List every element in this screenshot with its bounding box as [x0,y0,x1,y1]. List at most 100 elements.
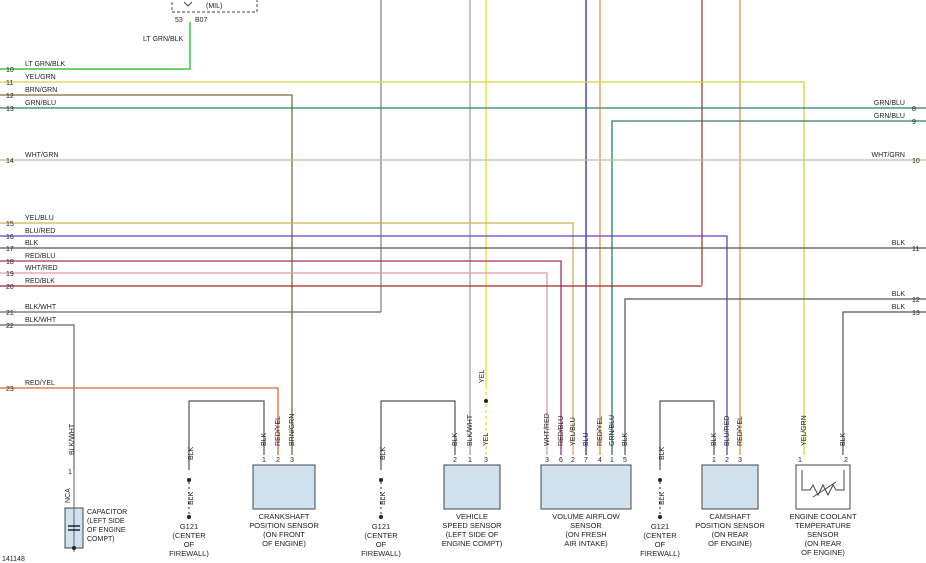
local-wires [187,386,715,519]
right-wire-label: BLK [892,240,906,247]
cam-wire-label: BLU/RED [724,416,731,446]
left-wire-pin: 23 [6,386,14,393]
maf-pin: 2 [571,457,575,464]
maf-pin: 1 [610,457,614,464]
maf-pin: 4 [598,457,602,464]
volume-airflow-sensor-box [540,464,632,510]
left-wire-label: WHT/GRN [25,152,58,159]
ground-wire-label: BLK [188,446,195,460]
left-wire-label: RED/BLU [25,253,55,260]
crank-wire-label: RED/YEL [275,416,282,446]
crank-caption: OF ENGINE) [262,539,306,548]
left-wire-pin: 17 [6,246,14,253]
vehicle-speed-sensor-box [443,464,501,510]
left-wire-label: BLK/WHT [25,317,57,324]
maf-pin: 6 [559,457,563,464]
ground-caption: G121 [651,522,669,531]
ect-sensor-box [795,464,851,510]
mil-wire-label: LT GRN/BLK [143,36,184,43]
maf-wire-label: WHT/RED [544,413,551,446]
ground-caption: FIREWALL) [640,549,680,558]
ground-wire-label: BLK [659,446,666,460]
left-wire-label: RED/YEL [25,380,55,387]
cam-wire-label: BLK [711,432,718,446]
capacitor-connector: NCA [65,488,72,503]
vss-caption: SPEED SENSOR [442,521,502,530]
horizontal-wires [0,22,926,470]
ground-caption: OF [184,540,195,549]
cam-caption: OF ENGINE) [708,539,752,548]
ground-caption: (CENTER [643,531,677,540]
left-wire-label: BLK [25,240,39,247]
vss-wire-label: BLK [452,432,459,446]
crank-pin: 2 [276,457,280,464]
ect-caption: TEMPERATURE [795,521,851,530]
capacitor-caption: CAPACITOR [87,509,127,516]
maf-wire-label: BLK [622,432,629,446]
crank-pin: 3 [290,457,294,464]
cam-pin: 2 [725,457,729,464]
maf-caption: VOLUME AIRFLOW [552,512,620,521]
left-wire-label: GRN/BLU [25,100,56,107]
cam-pin: 3 [738,457,742,464]
left-wire-pin: 14 [6,158,14,165]
ground-caption: FIREWALL) [169,549,209,558]
left-wire-pin: 21 [6,310,14,317]
vertical-wires [380,0,741,455]
ect-caption: ENGINE COOLANT [789,512,857,521]
right-wire-label: GRN/BLU [874,100,905,107]
capacitor-wire-label: BLK/WHT [69,423,76,455]
ect-pin: 1 [798,457,802,464]
left-wire-pin: 16 [6,234,14,241]
right-wire-pin: 9 [912,119,916,126]
figure-id: 141148 [2,556,25,563]
mil-connector-id: B07 [195,17,208,24]
ground-caption: (CENTER [172,531,206,540]
vss-wire-label: YEL [483,433,490,446]
left-wire-label: RED/BLK [25,278,55,285]
right-wire-pin: 11 [912,246,919,253]
maf-pin: 7 [584,457,588,464]
right-wire-pin: 8 [912,106,916,113]
left-wire-pin: 22 [6,323,14,330]
ground-caption: OF [655,540,666,549]
mil-label: (MIL) [206,3,222,10]
ground-caption: (CENTER [364,531,398,540]
ect-caption: (ON REAR [805,539,842,548]
ground-caption: FIREWALL) [361,549,401,558]
left-wire-pin: 10 [6,67,14,74]
cam-caption: (ON REAR [712,530,749,539]
ground-caption: G121 [372,522,390,531]
right-wire-label: WHT/GRN [872,152,905,159]
ground-caption: OF [376,540,387,549]
ect-pin: 2 [844,457,848,464]
maf-pin: 5 [623,457,627,464]
crank-pin: 1 [262,457,266,464]
left-wire-pin: 13 [6,106,14,113]
maf-wire-label: YEL/BLU [570,417,577,446]
left-wire-pin: 11 [6,80,13,87]
right-wire-label: GRN/BLU [874,113,905,120]
crank-caption: CRANKSHAFT [259,512,310,521]
cam-pin: 1 [712,457,716,464]
right-wire-pin: 13 [912,310,920,317]
capacitor-pin: 1 [68,469,72,476]
ect-caption: SENSOR [807,530,839,539]
maf-wire-label: RED/BLU [558,416,565,446]
cam-caption: POSITION SENSOR [695,521,765,530]
camshaft-sensor-box [701,464,759,510]
maf-caption: (ON FRESH [565,530,606,539]
ect-wire-label: YEL/GRN [801,415,808,446]
maf-wire-label: RED/YEL [597,416,604,446]
vss-upper-wire-label: YEL [479,370,486,383]
right-wire-pin: 10 [912,158,920,165]
crank-wire-label: BRN/GRN [289,414,296,446]
left-wire-label: LT GRN/BLK [25,61,66,68]
ground-wire-label: BLK [188,491,195,505]
right-wire-label: BLK [892,304,906,311]
component-boxes [64,464,851,552]
ground-caption: G121 [180,522,198,531]
maf-caption: SENSOR [570,521,602,530]
left-wire-label: YEL/GRN [25,74,56,81]
